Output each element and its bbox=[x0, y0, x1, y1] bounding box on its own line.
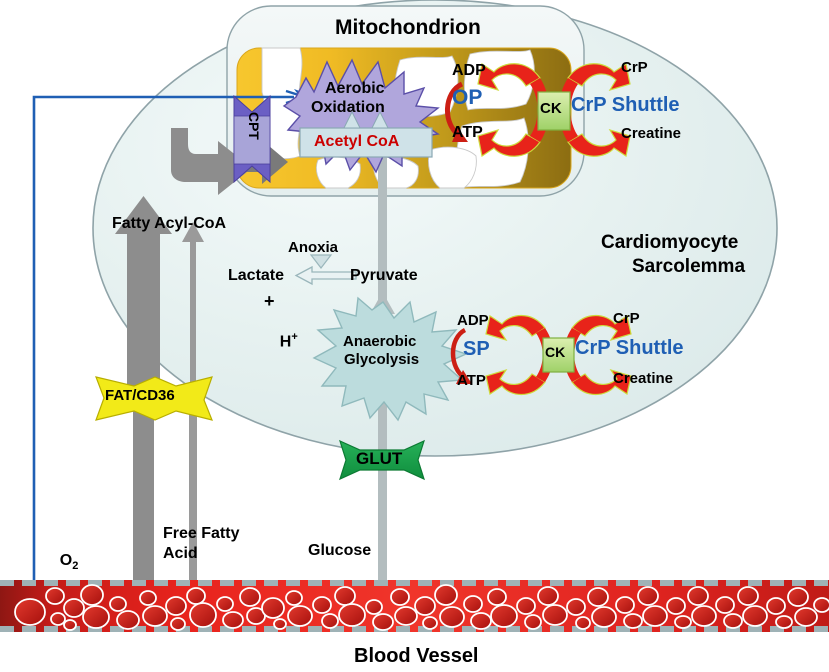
glut-label: GLUT bbox=[356, 449, 403, 468]
aerobic-oxidation-label-line1: Aerobic bbox=[325, 80, 385, 97]
acetyl-coa-label: Acetyl CoA bbox=[314, 133, 400, 150]
cell-label-line2: Sarcolemma bbox=[632, 256, 746, 277]
anaerobic-glycolysis-line1: Anaerobic bbox=[343, 333, 417, 350]
o2-label: O2 bbox=[42, 534, 79, 590]
o2-subscript: 2 bbox=[72, 560, 79, 573]
free-fatty-acid-line1: Free Fatty bbox=[163, 525, 240, 542]
mito-ck-label: CK bbox=[540, 100, 562, 117]
cyto-ck-box bbox=[542, 337, 575, 373]
anaerobic-glycolysis-starburst bbox=[312, 296, 468, 422]
proton-letter: H bbox=[279, 333, 292, 351]
proton-charge: + bbox=[291, 330, 298, 343]
oxidative-phosphorylation-arc bbox=[445, 81, 468, 142]
lactate-plus-sign: + bbox=[264, 291, 275, 311]
blood-vessel bbox=[0, 580, 829, 632]
mito-atp-label: ATP bbox=[452, 124, 483, 141]
cpt-transporter bbox=[233, 94, 271, 184]
aerobic-oxidation-label-line2: Oxidation bbox=[311, 99, 385, 116]
blood-vessel-label: Blood Vessel bbox=[354, 645, 479, 667]
pyruvate-label: Pyruvate bbox=[350, 267, 418, 284]
op-label: OP bbox=[452, 86, 483, 109]
sp-label: SP bbox=[463, 338, 490, 360]
fat-cd36-transporter bbox=[95, 376, 213, 421]
cpt-label: CPT bbox=[245, 111, 262, 140]
cyto-creatine-label: Creatine bbox=[613, 370, 674, 387]
anaerobic-glycolysis-line2: Glycolysis bbox=[344, 351, 420, 368]
mito-crp-shuttle-label: CrP Shuttle bbox=[571, 94, 680, 116]
fatty-acyl-coa-label: Fatty Acyl-CoA bbox=[112, 215, 227, 232]
fat-cd36-label: FAT/CD36 bbox=[105, 387, 175, 404]
mito-creatine-label: Creatine bbox=[621, 125, 682, 142]
free-fatty-acid-line2: Acid bbox=[163, 545, 198, 562]
acetyl-coa-box bbox=[299, 110, 433, 158]
mito-ck-box bbox=[537, 91, 571, 131]
free-fatty-acid-line bbox=[182, 222, 204, 600]
lactate-label: Lactate bbox=[228, 267, 285, 284]
cyto-atp-label: ATP bbox=[457, 372, 486, 389]
mito-crp-label: CrP bbox=[621, 59, 648, 76]
anoxia-label: Anoxia bbox=[288, 239, 339, 256]
mitochondrion-title: Mitochondrion bbox=[335, 16, 481, 39]
substrate-phosphorylation-arc bbox=[450, 327, 472, 384]
cyto-crp-shuttle-label: CrP Shuttle bbox=[575, 337, 684, 359]
glucose-label: Glucose bbox=[308, 542, 372, 559]
glut-transporter bbox=[339, 439, 425, 481]
o2-letter: O bbox=[59, 551, 73, 569]
lactate-conversion-arrow bbox=[294, 254, 357, 286]
cell-label-line1: Cardiomyocyte bbox=[601, 232, 739, 253]
cyto-adp-label: ADP bbox=[457, 312, 489, 329]
cyto-ck-label: CK bbox=[545, 344, 566, 360]
cyto-crp-label: CrP bbox=[613, 310, 640, 327]
mito-adp-label: ADP bbox=[452, 62, 486, 79]
proton-label: H+ bbox=[262, 313, 298, 369]
